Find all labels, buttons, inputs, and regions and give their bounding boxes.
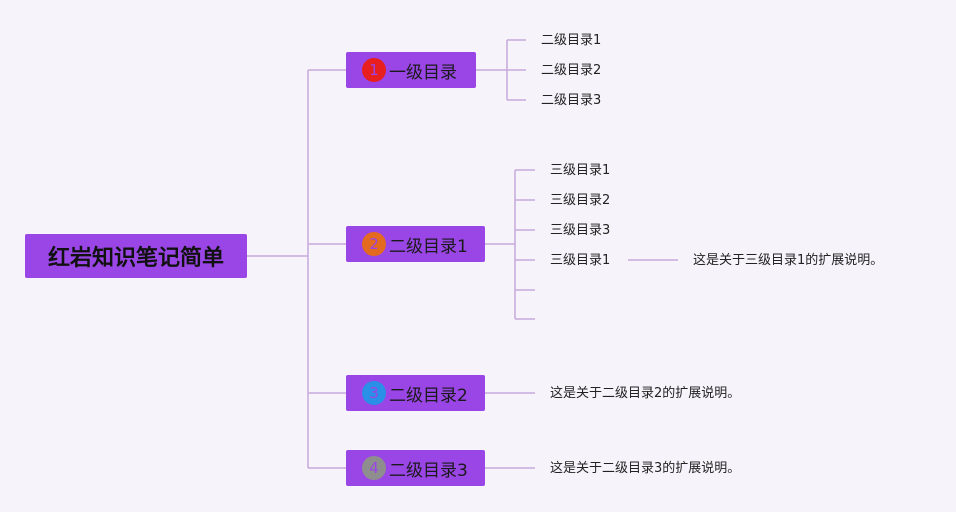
child-b1-1[interactable]: 二级目录1 bbox=[541, 33, 602, 48]
root-title: 红岩知识笔记简单 bbox=[47, 246, 224, 271]
branch-label-4: 二级目录3 bbox=[389, 460, 468, 481]
child-b2-1[interactable]: 三级目录1 bbox=[550, 163, 611, 178]
badge-1-icon: 1 bbox=[362, 58, 386, 82]
branch-node-2[interactable]: 2 二级目录1 bbox=[346, 226, 485, 262]
child-b2-4[interactable]: 三级目录1 bbox=[550, 253, 611, 268]
badge-4-icon: 4 bbox=[362, 456, 386, 480]
child-b1-3[interactable]: 二级目录3 bbox=[541, 93, 602, 108]
child-b1-2[interactable]: 二级目录2 bbox=[541, 63, 602, 78]
child-b2-3[interactable]: 三级目录3 bbox=[550, 223, 611, 238]
note-b3[interactable]: 这是关于二级目录2的扩展说明。 bbox=[550, 386, 741, 401]
note-b4[interactable]: 这是关于二级目录3的扩展说明。 bbox=[550, 461, 741, 476]
badge-2-icon: 2 bbox=[362, 232, 386, 256]
branch-node-4[interactable]: 4 二级目录3 bbox=[346, 450, 485, 486]
badge-3-icon: 3 bbox=[362, 381, 386, 405]
branch-node-1[interactable]: 1 一级目录 bbox=[346, 52, 476, 88]
child-b2-2[interactable]: 三级目录2 bbox=[550, 193, 611, 208]
branch-label-3: 二级目录2 bbox=[389, 385, 468, 406]
branch-label-2: 二级目录1 bbox=[389, 236, 468, 257]
branch-label-1: 一级目录 bbox=[389, 62, 457, 83]
note-b2[interactable]: 这是关于三级目录1的扩展说明。 bbox=[693, 253, 884, 268]
root-node[interactable]: 红岩知识笔记简单 bbox=[25, 234, 247, 278]
branch-node-3[interactable]: 3 二级目录2 bbox=[346, 375, 485, 411]
